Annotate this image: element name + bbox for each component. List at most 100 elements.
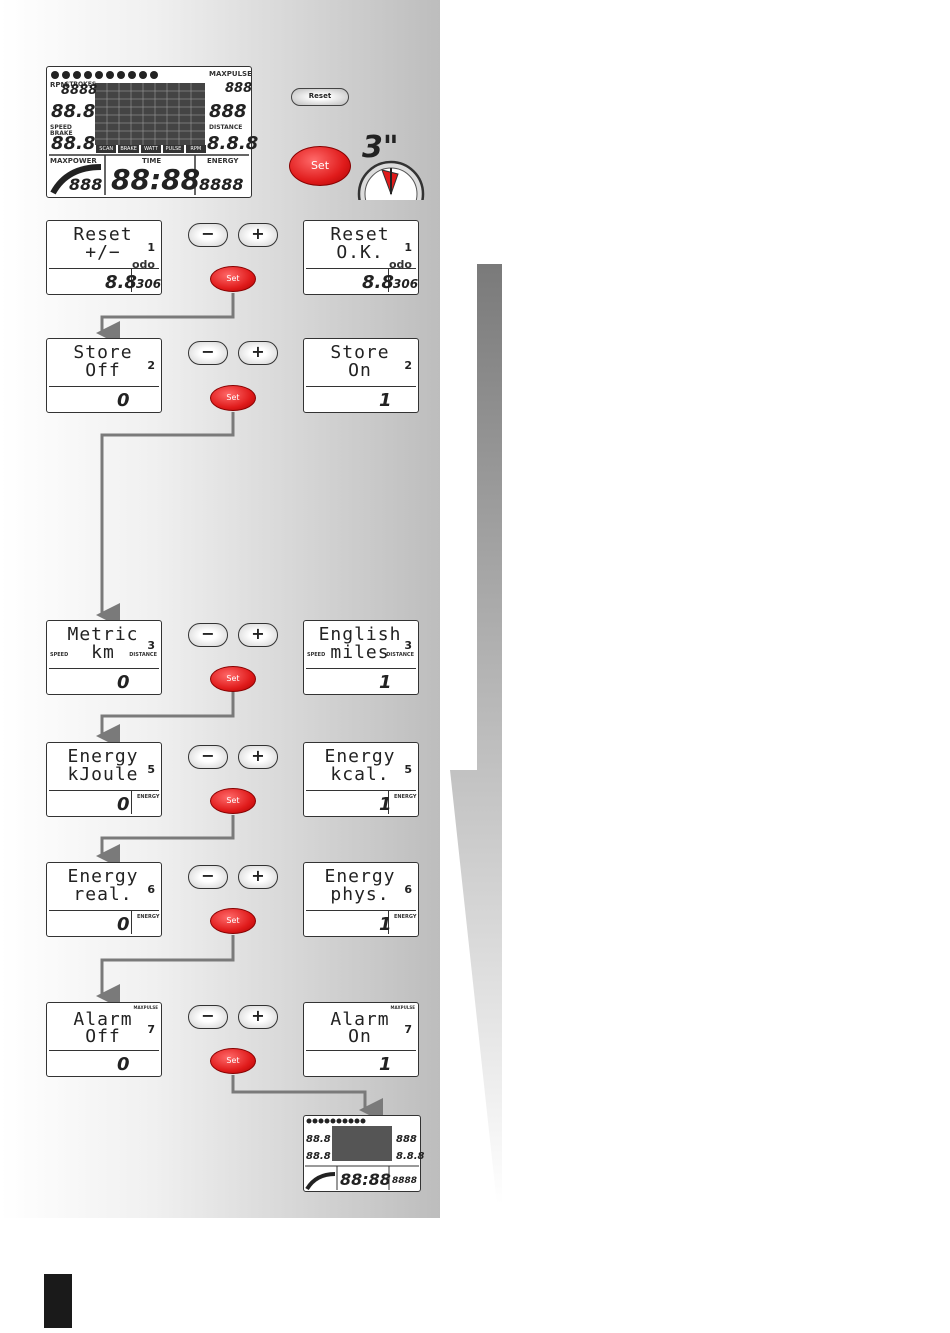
final-display: 88.8 888 88.8 8.8.8 88:88 8888 — [303, 1115, 425, 1192]
energy-label: ENERGY — [207, 157, 239, 165]
top-left-value: 88.8 — [51, 101, 96, 122]
final-time: 88:88 — [340, 1170, 391, 1189]
maxpulse-label: MAXPULSE — [209, 70, 252, 78]
lcd-value: 8.8 — [105, 272, 137, 293]
page-tab — [44, 1274, 72, 1328]
final-top-right: 888 — [396, 1134, 417, 1145]
set-button-main[interactable]: Set — [289, 146, 351, 186]
lcd-divider — [49, 790, 159, 791]
lcd-maxpulse-label: MAXPULSE — [133, 1005, 158, 1010]
set-button[interactable]: Set — [210, 666, 256, 692]
lcd-speed-label: SPEED — [307, 652, 326, 658]
lcd-line1: Metric — [67, 624, 139, 645]
plus-button[interactable]: + — [238, 745, 278, 769]
lcd-line2: On — [348, 360, 372, 381]
stopwatch-icon — [354, 134, 428, 200]
brake-label: BRAKE — [50, 130, 73, 137]
lcd-step-number: 7 — [147, 1023, 155, 1036]
final-energy: 8888 — [392, 1176, 418, 1186]
lcd-reset-right: Reset O.K. 1 odo 8.8 306 — [303, 220, 419, 295]
minus-button[interactable]: − — [188, 745, 228, 769]
lcd-line1: Energy — [324, 746, 396, 767]
hold-time-label: 3" — [362, 130, 399, 165]
minus-button[interactable]: − — [188, 1005, 228, 1029]
program-item: BRAKE — [118, 145, 139, 153]
rpm-value: 8888 — [61, 83, 98, 98]
lcd-alarm-left: Alarm Off 7 MAXPULSE 0 — [46, 1002, 162, 1077]
lcd-value: 0 — [117, 914, 130, 935]
lcd-line2: kcal. — [330, 764, 390, 785]
lcd-energy-mode-left: Energy real. 6 ENERGY 0 — [46, 862, 162, 937]
distance-label: DISTANCE — [209, 124, 243, 131]
lcd-value: 1 — [379, 1054, 392, 1075]
program-item: SCAN — [96, 145, 117, 153]
distance-value: 8.8.8 — [207, 133, 259, 154]
strokes-label: STROKES — [65, 81, 97, 88]
lcd-step-number: 3 — [147, 639, 155, 652]
lcd-energy-unit-left: Energy kJoule 5 ENERGY 0 — [46, 742, 162, 817]
reset-button[interactable]: Reset — [291, 88, 349, 106]
lcd-divider — [49, 668, 159, 669]
set-button[interactable]: Set — [210, 385, 256, 411]
lcd-step-number: 1 — [147, 241, 155, 254]
lcd-divider — [306, 268, 416, 269]
speed-value: 88.8 — [51, 133, 96, 154]
lcd-store-right: Store On 2 1 — [303, 338, 419, 413]
lcd-separator — [131, 268, 132, 292]
lcd-energy-label: ENERGY — [394, 914, 417, 920]
lcd-sub: odo — [132, 258, 155, 271]
set-button[interactable]: Set — [210, 1048, 256, 1074]
plus-button[interactable]: + — [238, 865, 278, 889]
minus-button[interactable]: − — [188, 865, 228, 889]
lcd-line2: kJoule — [67, 764, 139, 785]
final-distance: 8.8.8 — [396, 1151, 425, 1162]
lcd-value: 0 — [117, 1054, 130, 1075]
program-item: WATT — [140, 145, 162, 153]
lcd-value: 0 — [117, 390, 130, 411]
lcd-energy-label: ENERGY — [137, 794, 160, 800]
lcd-energy-unit-right: Energy kcal. 5 ENERGY 1 — [303, 742, 419, 817]
lcd-step-number: 6 — [147, 883, 155, 896]
lcd-line1: Store — [73, 342, 133, 363]
lcd-distance-label: DISTANCE — [386, 652, 414, 658]
speed-label: SPEED — [50, 124, 72, 131]
plus-button[interactable]: + — [238, 623, 278, 647]
program-item: RPM — [185, 145, 207, 153]
minus-button[interactable]: − — [188, 623, 228, 647]
top-right-value: 888 — [209, 101, 247, 122]
plus-button[interactable]: + — [238, 1005, 278, 1029]
lcd-energy-label: ENERGY — [394, 794, 417, 800]
lcd-energy-label: ENERGY — [137, 914, 160, 920]
lcd-line2: miles — [330, 642, 390, 663]
maxpower-label: MAXPOWER — [50, 157, 97, 165]
set-button[interactable]: Set — [210, 788, 256, 814]
minus-button[interactable]: − — [188, 223, 228, 247]
lcd-alarm-right: Alarm On 7 MAXPULSE 1 — [303, 1002, 419, 1077]
program-item: PULSE — [163, 145, 184, 153]
main-display-graphic — [49, 71, 249, 195]
lcd-step-number: 2 — [404, 359, 412, 372]
flow-arrows — [96, 293, 383, 1122]
lcd-step-number: 7 — [404, 1023, 412, 1036]
rpm-label: RPM — [50, 81, 68, 89]
lcd-line1: Energy — [67, 866, 139, 887]
lcd-step-number: 5 — [404, 763, 412, 776]
set-button[interactable]: Set — [210, 266, 256, 292]
program-bar: SCAN BRAKE WATT PULSE RPM — [96, 145, 207, 153]
lcd-divider — [49, 1050, 159, 1051]
plus-button[interactable]: + — [238, 341, 278, 365]
lcd-step-number: 5 — [147, 763, 155, 776]
lcd-divider — [306, 910, 416, 911]
set-button[interactable]: Set — [210, 908, 256, 934]
time-label: TIME — [142, 157, 162, 165]
lcd-line1: Store — [330, 342, 390, 363]
lcd-value: 1 — [379, 672, 392, 693]
lcd-value: 0 — [117, 794, 130, 815]
final-speed: 88.8 — [306, 1151, 331, 1162]
lcd-line2: On — [348, 1026, 372, 1047]
lcd-line1: Energy — [67, 746, 139, 767]
minus-button[interactable]: − — [188, 341, 228, 365]
lcd-separator — [131, 790, 132, 814]
plus-button[interactable]: + — [238, 223, 278, 247]
lcd-extra: 306 — [393, 277, 419, 291]
